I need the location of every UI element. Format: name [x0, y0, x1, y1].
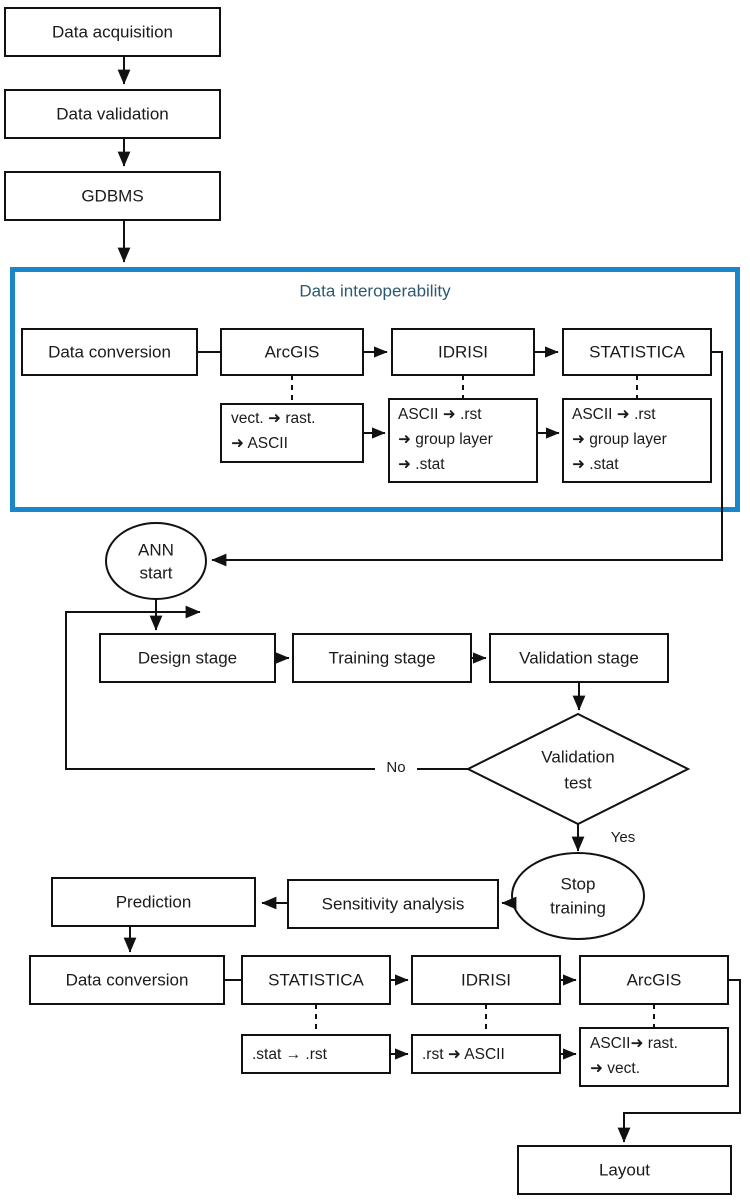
label-arcgis-bottom: ArcGIS — [627, 970, 682, 989]
label-stop-training-line1: Stop — [561, 874, 596, 893]
label-ann-start-line2: start — [139, 563, 172, 582]
label-data-conversion-top: Data conversion — [48, 342, 171, 361]
label-arcgis-top: ArcGIS — [265, 342, 320, 361]
node-conversion-detail-ascii-rst-a[interactable] — [388, 398, 538, 483]
label-data-validation: Data validation — [56, 104, 168, 123]
edge-label-yes: Yes — [611, 829, 635, 846]
node-data-validation[interactable] — [4, 89, 221, 139]
label-detail3-line1: ASCII ➜ .rst — [572, 406, 656, 423]
node-conversion-detail-stat-rst[interactable] — [241, 1034, 391, 1074]
label-layout: Layout — [599, 1160, 650, 1179]
node-data-conversion-top[interactable] — [21, 328, 198, 376]
node-conversion-detail-ascii-rst-b[interactable] — [562, 398, 712, 483]
label-sensitivity-analysis: Sensitivity analysis — [322, 894, 465, 913]
node-validation-stage[interactable] — [489, 633, 669, 683]
node-stop-training[interactable] — [511, 852, 645, 940]
node-ann-start[interactable] — [105, 522, 207, 600]
label-idrisi-bottom: IDRISI — [461, 970, 511, 989]
label-detail2-line1: ASCII ➜ .rst — [398, 406, 482, 423]
node-validation-test[interactable] — [465, 712, 691, 826]
label-data-conversion-bottom: Data conversion — [66, 970, 189, 989]
label-stop-training-line2: training — [550, 898, 606, 917]
label-detail6-line2: ➜ vect. — [590, 1060, 640, 1077]
label-detail5: .rst ➜ ASCII — [422, 1046, 505, 1063]
label-design-stage: Design stage — [138, 648, 237, 667]
node-sensitivity-analysis[interactable] — [287, 879, 499, 929]
node-conversion-detail-ascii-vect[interactable] — [579, 1027, 729, 1087]
label-detail6-line1: ASCII➜ rast. — [590, 1035, 678, 1052]
node-statistica-bottom[interactable] — [241, 955, 391, 1005]
label-detail3-line2: ➜ group layer — [572, 431, 667, 448]
label-idrisi-top: IDRISI — [438, 342, 488, 361]
node-data-acquisition[interactable] — [4, 7, 221, 57]
label-training-stage: Training stage — [328, 648, 435, 667]
label-ann-start-line1: ANN — [138, 540, 174, 559]
label-gdbms: GDBMS — [81, 186, 143, 205]
label-statistica-bottom: STATISTICA — [268, 970, 364, 989]
label-detail3-line3: ➜ .stat — [572, 456, 619, 473]
node-conversion-detail-vect-rast[interactable] — [220, 403, 364, 463]
label-validation-test-line1: Validation — [541, 747, 614, 766]
node-idrisi-top[interactable] — [391, 328, 535, 376]
label-statistica-top: STATISTICA — [589, 342, 685, 361]
node-statistica-top[interactable] — [562, 328, 712, 376]
label-prediction: Prediction — [116, 892, 192, 911]
edge-statistica-to-ann-start — [211, 351, 723, 567]
node-gdbms[interactable] — [4, 171, 221, 221]
edge-label-no: No — [386, 759, 405, 776]
label-detail2-line3: ➜ .stat — [398, 456, 445, 473]
node-arcgis-top[interactable] — [220, 328, 364, 376]
node-conversion-detail-rst-ascii[interactable] — [411, 1034, 561, 1074]
label-detail1-line1: vect. ➜ rast. — [231, 410, 315, 427]
group-title-data-interoperability: Data interoperability — [299, 281, 451, 300]
edge-no-loop-to-design — [65, 605, 375, 770]
node-layout[interactable] — [517, 1145, 732, 1195]
label-detail2-line2: ➜ group layer — [398, 431, 493, 448]
label-validation-test-line2: test — [564, 773, 592, 792]
edge-arcgis2-to-layout — [617, 979, 741, 1143]
node-prediction[interactable] — [51, 877, 256, 927]
label-data-acquisition: Data acquisition — [52, 22, 173, 41]
label-detail4: .stat → .rst — [252, 1046, 328, 1063]
node-idrisi-bottom[interactable] — [411, 955, 561, 1005]
label-detail1-line2: ➜ ASCII — [231, 435, 288, 452]
label-validation-stage: Validation stage — [519, 648, 639, 667]
node-training-stage[interactable] — [292, 633, 472, 683]
